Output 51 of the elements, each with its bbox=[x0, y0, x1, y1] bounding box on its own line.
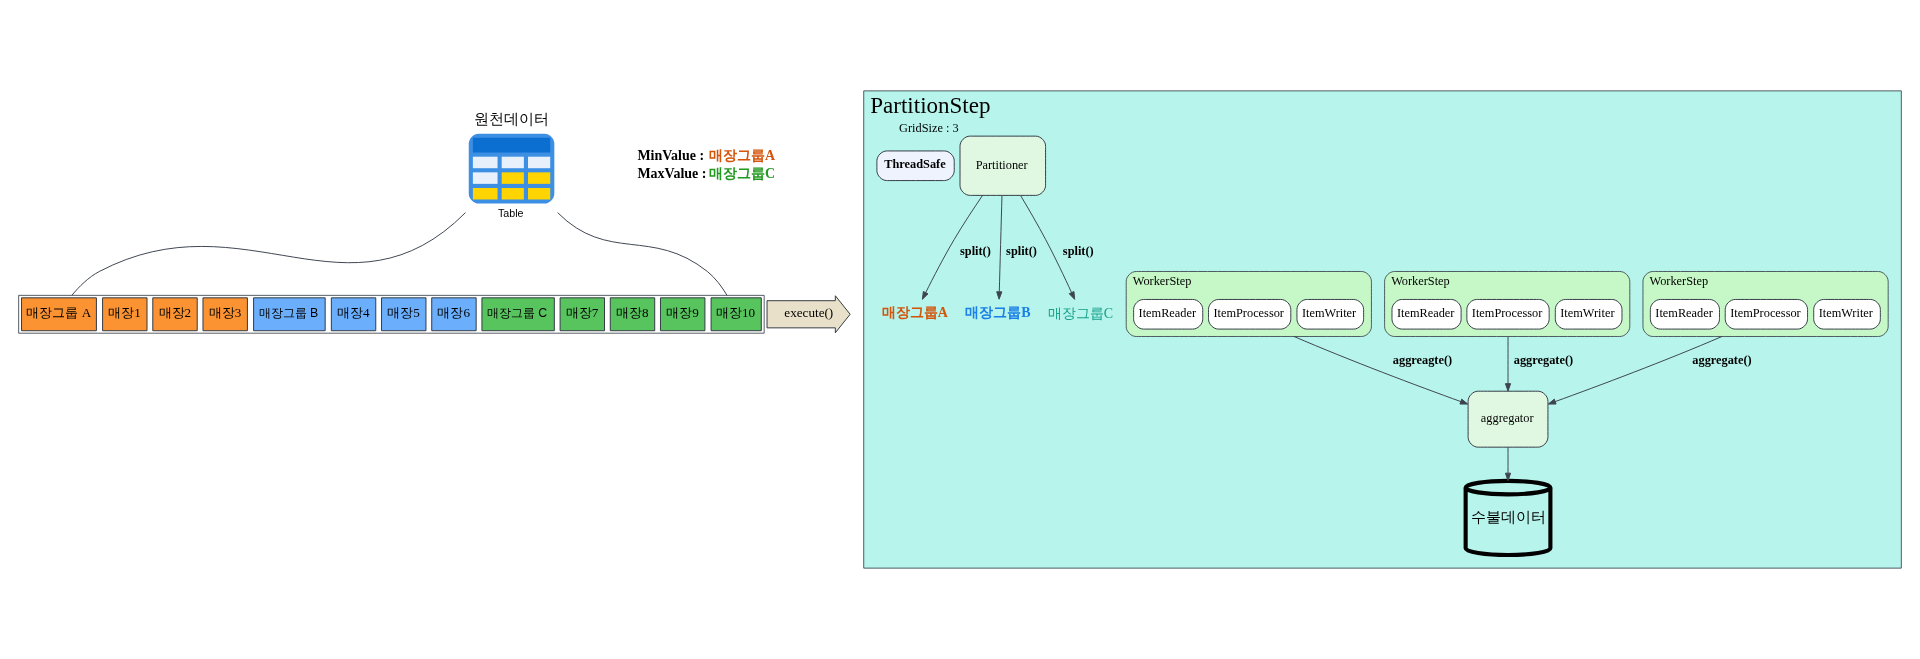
edge-label: aggregate() bbox=[1692, 353, 1752, 368]
node-text: 매장그룹A bbox=[881, 304, 948, 320]
arrow bbox=[996, 195, 1003, 300]
node-box: ItemWriter bbox=[1296, 298, 1365, 330]
node-box: 매장6 bbox=[431, 297, 477, 332]
connector bbox=[557, 212, 728, 296]
node-box: 매장10 bbox=[710, 297, 762, 332]
node-box: ItemProcessor bbox=[1466, 298, 1550, 330]
node-label: 원천데이터 bbox=[474, 111, 550, 128]
label: MinValue : bbox=[637, 147, 705, 163]
label: 매장그룹A bbox=[709, 147, 776, 163]
arrow bbox=[1020, 195, 1076, 300]
label: 매장그룹C bbox=[709, 165, 776, 181]
node-text: 매장그룹B bbox=[965, 304, 1031, 320]
node-box: 매장8 bbox=[609, 297, 656, 332]
node-box: 매장그룹 C bbox=[481, 297, 555, 332]
node-box: 매장5 bbox=[381, 297, 427, 332]
node-box: ItemReader bbox=[1649, 298, 1720, 330]
node-box: 매장4 bbox=[330, 297, 377, 332]
node-box: 매장7 bbox=[559, 297, 606, 332]
node-box: ItemReader bbox=[1133, 298, 1204, 330]
edge-label: aggreagte() bbox=[1392, 353, 1453, 368]
arrow bbox=[1504, 336, 1512, 392]
label: MaxValue : bbox=[637, 165, 707, 181]
node-box: Partitioner bbox=[959, 135, 1047, 196]
node-box: 매장그룹 A bbox=[21, 297, 97, 332]
node-box: ItemReader bbox=[1391, 298, 1462, 330]
node-box bbox=[468, 133, 555, 204]
node-box: ItemProcessor bbox=[1724, 298, 1809, 330]
edge-label: split() bbox=[1006, 243, 1037, 258]
node-box: ItemWriter bbox=[1554, 298, 1623, 330]
node-box: 매장1 bbox=[102, 297, 148, 332]
node-box: 매장3 bbox=[202, 297, 248, 332]
node-box: 매장9 bbox=[660, 297, 706, 332]
edge-label: aggregate() bbox=[1513, 353, 1574, 368]
edge-label: split() bbox=[960, 243, 991, 258]
arrow bbox=[1504, 446, 1512, 482]
node-label: GridSize : 3 bbox=[899, 121, 959, 136]
node-box: ThreadSafe bbox=[876, 150, 955, 182]
node-label: Table bbox=[497, 207, 524, 220]
node-box: ItemProcessor bbox=[1208, 298, 1292, 330]
arrow bbox=[1547, 336, 1723, 405]
edge-label: split() bbox=[1062, 243, 1094, 258]
node-box: 매장그룹 B bbox=[253, 297, 326, 332]
arrow bbox=[1293, 336, 1469, 405]
node-text: 매장그룹C bbox=[1047, 305, 1113, 321]
connector bbox=[71, 212, 466, 296]
node-box: ItemWriter bbox=[1813, 298, 1881, 330]
node-box: aggregator bbox=[1467, 390, 1549, 448]
arrow bbox=[921, 195, 983, 300]
node-box: 매장2 bbox=[152, 297, 198, 332]
